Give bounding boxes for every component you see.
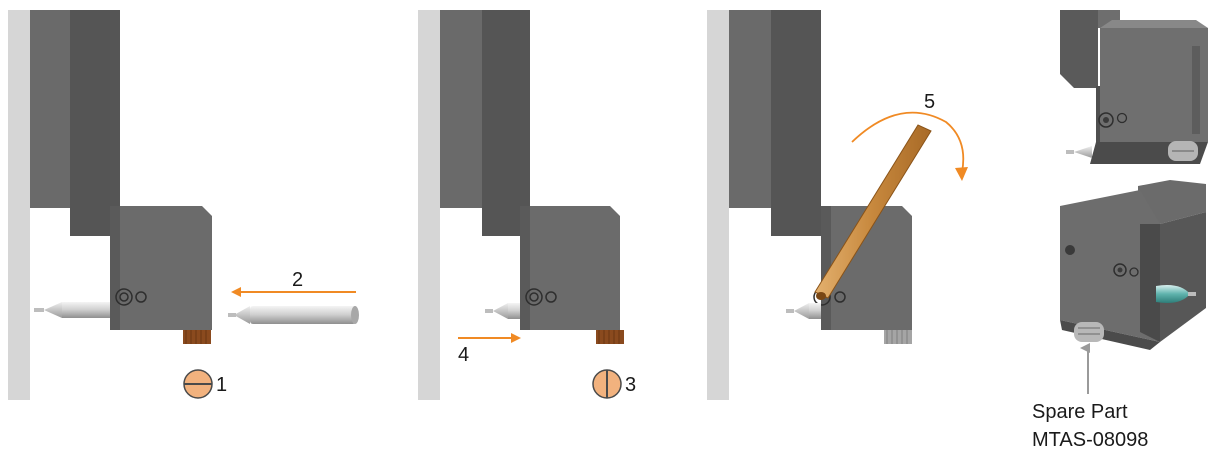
mounting-wall xyxy=(418,10,440,400)
step-label-3: 3 xyxy=(625,374,636,396)
rotate-arrow xyxy=(851,111,965,173)
knurled-nut xyxy=(884,330,912,344)
slotted-screw-horizontal-icon xyxy=(183,369,213,399)
screw-hole-inner xyxy=(119,292,129,302)
support-column-front xyxy=(70,10,120,236)
screw-hole xyxy=(525,288,543,306)
step-label-1: 1 xyxy=(216,374,227,396)
support-column xyxy=(729,10,771,208)
support-column-front xyxy=(771,10,821,236)
spare-part-label: Spare Part xyxy=(1032,401,1128,423)
panel-2: 4 3 xyxy=(418,10,636,400)
sensor-body xyxy=(110,206,212,330)
stylus xyxy=(786,303,821,319)
mounting-wall xyxy=(8,10,30,400)
support-column xyxy=(30,10,70,208)
step-label-2: 2 xyxy=(292,269,303,291)
step-label-5: 5 xyxy=(924,91,935,113)
pin-hole xyxy=(834,291,846,303)
knurled-nut xyxy=(183,330,211,344)
sensor-body xyxy=(520,206,620,330)
support-column xyxy=(440,10,482,208)
step-label-4: 4 xyxy=(458,344,469,366)
panel-1: 2 1 xyxy=(8,10,359,400)
spare-part-view-top xyxy=(1060,10,1208,164)
mounting-wall xyxy=(707,10,729,400)
sensor-body-shade xyxy=(110,206,120,330)
spare-stylus xyxy=(228,306,359,324)
panel-4: Spare Part MTAS-08098 xyxy=(1032,10,1208,451)
stylus xyxy=(485,303,520,319)
stylus xyxy=(34,302,110,318)
hex-key xyxy=(814,124,932,300)
panel-3: 5 xyxy=(707,10,968,400)
support-column-front xyxy=(482,10,530,236)
spare-part-view-bottom xyxy=(1060,180,1206,350)
slotted-screw-vertical-icon xyxy=(592,369,622,399)
screw-hole xyxy=(115,288,133,306)
spare-part-number: MTAS-08098 xyxy=(1032,429,1148,451)
sensor-body xyxy=(821,206,912,330)
sensor-body-shade xyxy=(520,206,530,330)
pin-hole xyxy=(545,291,557,303)
screw-hole-inner xyxy=(529,292,539,302)
sensor-body-shade xyxy=(821,206,831,330)
pin-hole xyxy=(135,291,147,303)
rotate-arrow-head xyxy=(955,167,968,181)
knurled-nut xyxy=(596,330,624,344)
